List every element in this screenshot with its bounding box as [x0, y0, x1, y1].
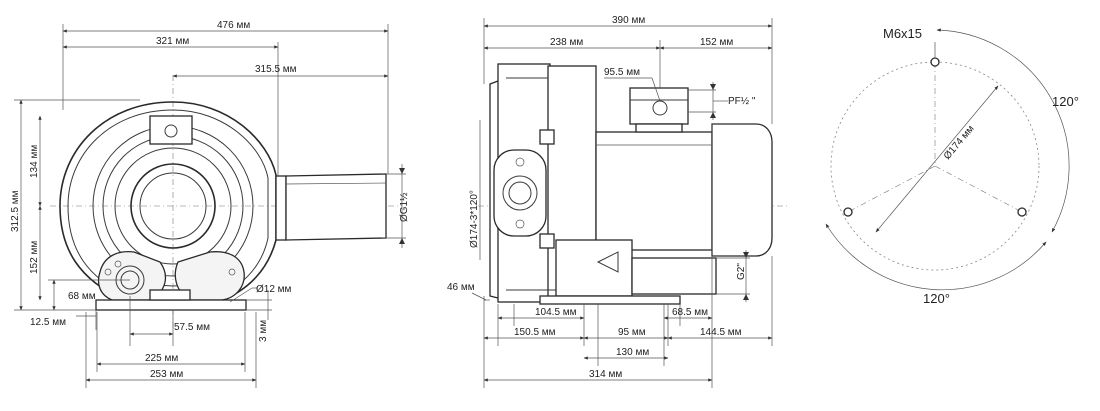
front-pipe-flange — [275, 175, 287, 241]
dim-312-5: 312.5 мм — [10, 190, 21, 232]
side-motor-body — [595, 131, 713, 251]
flange-diameter-label: Ø174 мм — [942, 123, 977, 162]
side-terminal-box — [629, 87, 689, 125]
front-base-foot — [95, 299, 247, 311]
dim-pf: PF½ " — [728, 96, 756, 107]
dim-238: 238 мм — [550, 37, 583, 48]
flange-angle-arc-bottom — [825, 223, 1047, 291]
dim-390: 390 мм — [612, 15, 645, 26]
dim-152: 152 мм — [29, 241, 40, 274]
dim-130: 130 мм — [616, 347, 649, 358]
front-top-box-hole — [164, 124, 178, 138]
dim-314: 314 мм — [589, 369, 622, 380]
dim-68-5: 68.5 мм — [672, 307, 708, 318]
dim-150-5: 150.5 мм — [514, 327, 556, 338]
dim-46: 46 мм — [447, 282, 475, 293]
dim-g2: G2" — [736, 263, 747, 280]
dim-476: 476 мм — [217, 20, 250, 31]
dim-95-5: 95.5 мм — [604, 67, 640, 78]
dim-3: 3 мм — [258, 320, 269, 342]
front-housing-outline — [59, 101, 277, 301]
dim-225: 225 мм — [145, 353, 178, 364]
side-port-plate — [493, 149, 547, 237]
dim-315-5: 315.5 мм — [255, 64, 297, 75]
dim-152-side: 152 мм — [700, 37, 733, 48]
flange-bolt-hole-left — [843, 207, 853, 217]
dim-253: 253 мм — [150, 369, 183, 380]
dim-95: 95 мм — [618, 327, 646, 338]
flange-bolt-hole-right — [1017, 207, 1027, 217]
dim-321: 321 мм — [156, 36, 189, 47]
dim-hole: Ø12 мм — [256, 284, 292, 295]
side-motor-fan-cover — [711, 123, 773, 257]
front-motor-hub — [130, 163, 216, 249]
side-lower-pipe — [631, 257, 717, 295]
dim-12-5: 12.5 мм — [30, 317, 66, 328]
flange-angle-right: 120° — [1052, 94, 1079, 109]
flange-angle-arc-right — [936, 28, 1070, 233]
dim-inlet: ØG1½ — [399, 192, 410, 222]
front-volute-ring-inner — [114, 147, 232, 265]
dim-bolt-circle: Ø174-3*120° — [469, 190, 480, 248]
dim-68: 68 мм — [68, 291, 96, 302]
front-inlet-plate-right — [174, 251, 245, 301]
front-view: 476 мм 321 мм 315.5 мм 312.5 мм 134 мм 1… — [10, 20, 410, 388]
dim-104-5: 104.5 мм — [535, 307, 577, 318]
flange-view: Ø174 мм M6x15 120° 120° — [825, 26, 1079, 306]
front-motor-hub-inner — [139, 172, 207, 240]
side-port — [502, 175, 538, 211]
side-base-plate — [539, 295, 681, 305]
dim-57-5: 57.5 мм — [174, 322, 210, 333]
dim-144-5: 144.5 мм — [700, 327, 742, 338]
flange-thread-label: M6x15 — [883, 26, 922, 41]
flange-bolt-hole-top — [930, 57, 940, 67]
side-dimensions: 390 мм 238 мм 152 мм 95.5 мм PF½ " Ø174-… — [447, 15, 773, 388]
side-view: 390 мм 238 мм 152 мм 95.5 мм PF½ " Ø174-… — [447, 15, 790, 388]
front-dimensions: 476 мм 321 мм 315.5 мм 312.5 мм 134 мм 1… — [10, 20, 410, 388]
front-housing-inner-outline — [67, 109, 269, 297]
front-top-box — [149, 115, 193, 145]
side-lower-outlet — [555, 239, 633, 297]
flange-angle-bottom: 120° — [923, 291, 950, 306]
dim-134: 134 мм — [29, 145, 40, 178]
